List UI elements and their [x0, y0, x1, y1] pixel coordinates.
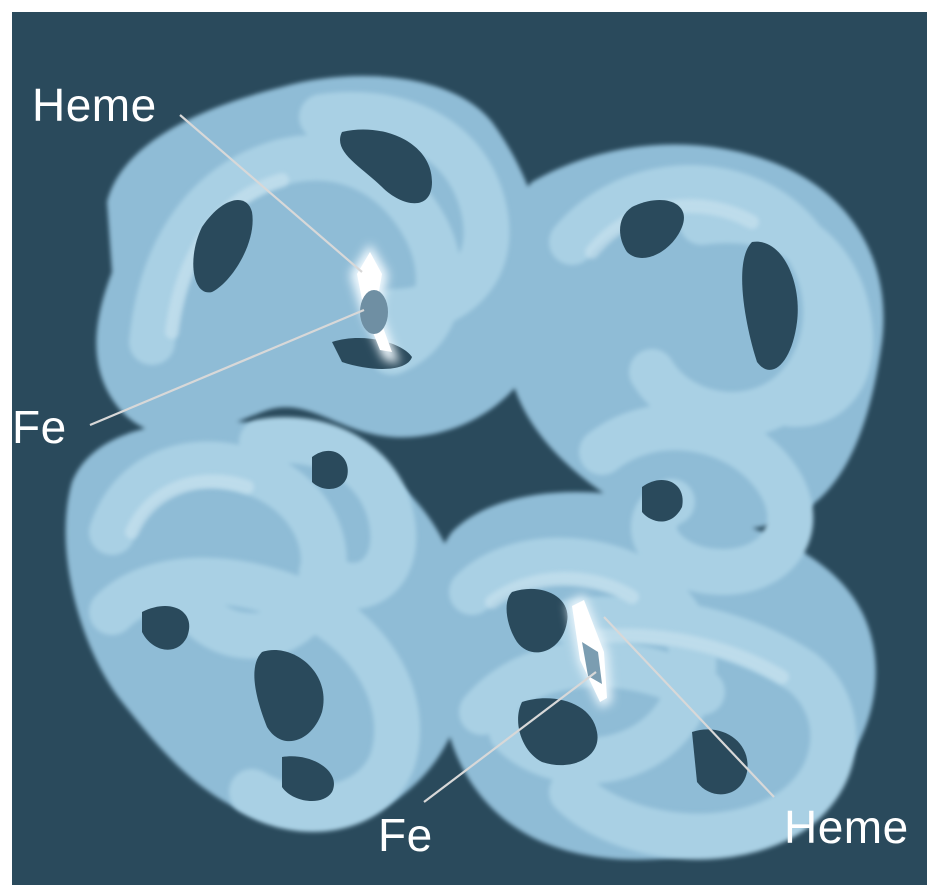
- fe-label-left: Fe: [12, 404, 67, 450]
- heme-label-bottom: Heme: [784, 804, 909, 850]
- hemoglobin-structure-illustration: [12, 12, 927, 885]
- fe-label-bottom: Fe: [378, 812, 433, 858]
- heme-label-top: Heme: [32, 82, 157, 128]
- hemoglobin-figure: Heme Fe Fe Heme: [12, 12, 927, 885]
